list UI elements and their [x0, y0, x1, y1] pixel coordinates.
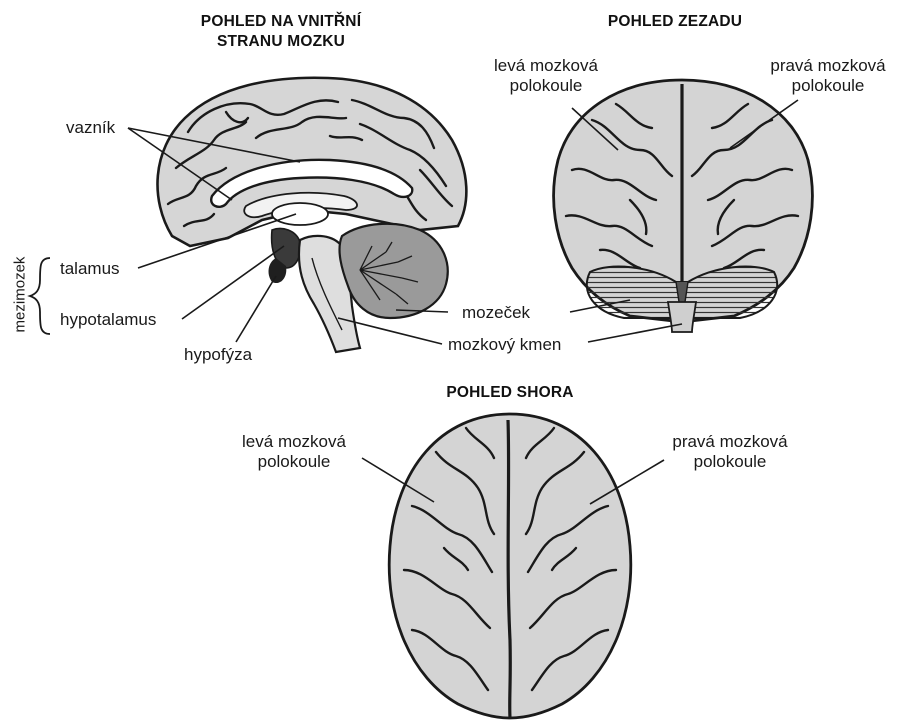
label-superior-right-line1: pravá mozková: [658, 432, 802, 452]
title-posterior: POHLED ZEZADU: [580, 12, 770, 31]
title-medial-line2: STRANU MOZKU: [188, 32, 374, 51]
title-medial-line1: POHLED NA VNITŘNÍ: [188, 12, 374, 31]
posterior-brainstem: [668, 302, 696, 332]
label-hypotalamus: hypotalamus: [60, 310, 156, 330]
mezimozek-brace: [30, 258, 50, 334]
label-superior-left-line1: levá mozková: [224, 432, 364, 452]
label-posterior-right-line2: polokoule: [756, 76, 900, 96]
label-mozecek: mozeček: [462, 303, 530, 323]
label-superior-right-line2: polokoule: [658, 452, 802, 472]
label-posterior-right-line1: pravá mozková: [756, 56, 900, 76]
thalamus: [272, 203, 328, 225]
label-superior-left-line2: polokoule: [224, 452, 364, 472]
label-hypofyza: hypofýza: [184, 345, 252, 365]
superior-brain-illustration: [389, 414, 631, 718]
medial-cerebellum: [340, 224, 448, 318]
label-talamus: talamus: [60, 259, 120, 279]
label-posterior-left-line2: polokoule: [476, 76, 616, 96]
label-mezimozek: mezimozek: [12, 253, 29, 337]
label-mozkovy-kmen: mozkový kmen: [448, 335, 561, 355]
title-superior: POHLED SHORA: [420, 383, 600, 402]
label-posterior-left-line1: levá mozková: [476, 56, 616, 76]
label-vaznik: vazník: [66, 118, 115, 138]
